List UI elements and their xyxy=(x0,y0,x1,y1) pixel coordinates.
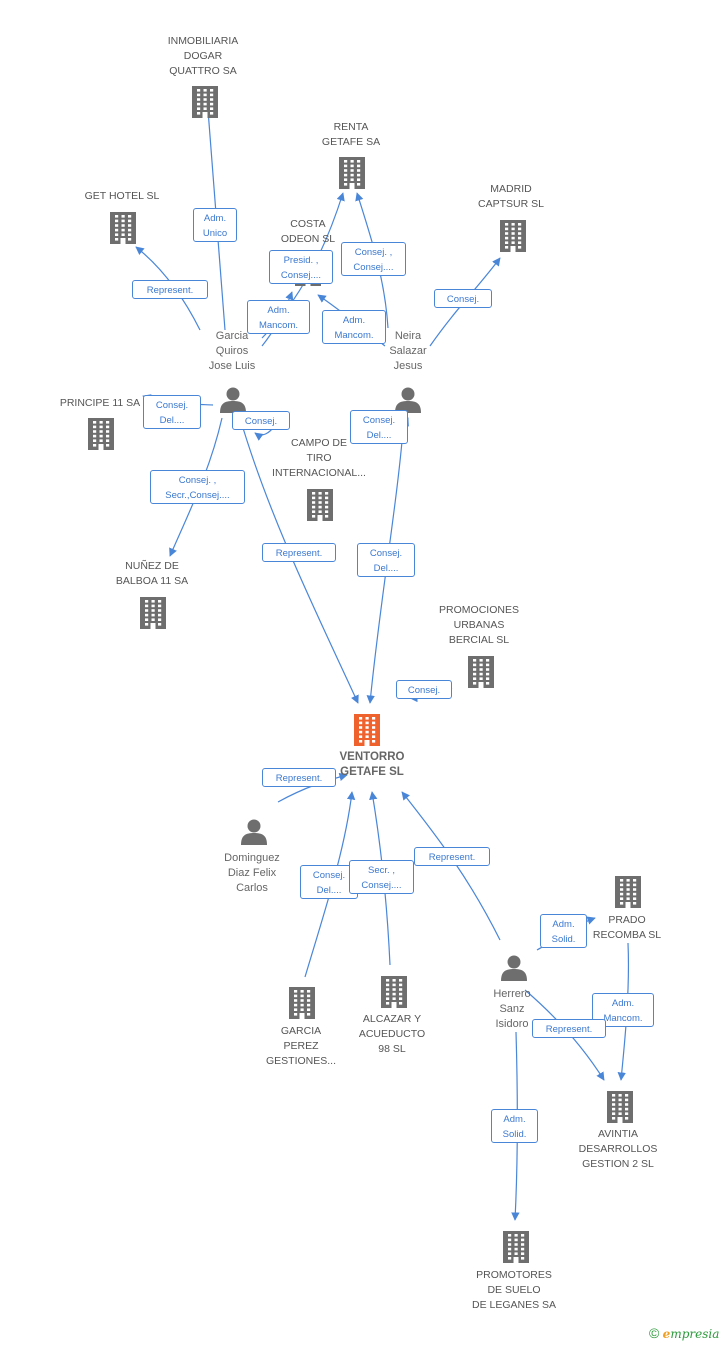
edge-label-neira-to-costa[interactable]: Adm. Mancom. xyxy=(322,310,386,344)
building-icon-promotores[interactable] xyxy=(503,1231,529,1263)
copyright-symbol: © xyxy=(649,1325,660,1341)
node-label-promotores[interactable]: PROMOTORES DE SUELO DE LEGANES SA xyxy=(471,1269,557,1311)
edge-label-garcia-to-campo[interactable]: Consej. xyxy=(232,411,290,430)
node-label-garciaperez[interactable]: GARCIA PEREZ GESTIONES... xyxy=(265,1025,336,1067)
node-label-herrero[interactable]: Herrero Sanz Isidoro xyxy=(493,988,531,1030)
node-label-campo[interactable]: CAMPO DE TIRO INTERNACIONAL... xyxy=(272,437,366,479)
edge-label-garcia-to-inmobiliaria[interactable]: Adm. Unico xyxy=(193,208,237,242)
building-icon-avintia[interactable] xyxy=(607,1091,633,1123)
building-icon-principe[interactable] xyxy=(88,418,114,450)
building-icon-madrid[interactable] xyxy=(500,220,526,252)
building-icon-gethotel[interactable] xyxy=(110,212,136,244)
edge-label-prado-to-avintia[interactable]: Adm. Mancom. xyxy=(592,993,654,1027)
node-label-renta[interactable]: RENTA GETAFE SA xyxy=(321,121,381,148)
edge-label-garcia-to-principe[interactable]: Consej. Del.... xyxy=(143,395,201,429)
node-label-prado[interactable]: PRADO RECOMBA SL xyxy=(592,914,662,941)
node-label-inmobiliaria[interactable]: INMOBILIARIA DOGAR QUATTRO SA xyxy=(167,35,239,77)
edge-garcia-to-ventorro xyxy=(239,417,359,704)
brand-logo: empresia xyxy=(662,1327,720,1341)
node-label-gethotel[interactable]: GET HOTEL SL xyxy=(84,190,160,202)
node-label-madrid[interactable]: MADRID CAPTSUR SL xyxy=(478,183,544,210)
building-icon-nunez[interactable] xyxy=(140,597,166,629)
edge-label-garcia-to-renta[interactable]: Presid. , Consej.... xyxy=(269,250,333,284)
person-icon-dominguez[interactable] xyxy=(241,819,267,846)
building-icon-garciaperez[interactable] xyxy=(289,987,315,1019)
person-icon-garcia[interactable] xyxy=(220,387,246,414)
edge-herrero-to-ventorro xyxy=(401,791,501,941)
edge-label-herrero-to-avintia[interactable]: Represent. xyxy=(532,1019,606,1038)
edge-label-herrero-to-ventorro[interactable]: Represent. xyxy=(414,847,490,866)
edge-label-neira-to-madrid[interactable]: Consej. xyxy=(434,289,492,308)
person-icon-herrero[interactable] xyxy=(501,955,527,982)
edge-label-neira-to-campo[interactable]: Consej. Del.... xyxy=(350,410,408,444)
node-label-costa[interactable]: COSTA ODEON SL xyxy=(280,218,336,245)
node-label-alcazar[interactable]: ALCAZAR Y ACUEDUCTO 98 SL xyxy=(358,1013,426,1055)
footer-brand[interactable]: © empresia xyxy=(649,1323,719,1343)
edge-label-herrero-to-prado[interactable]: Adm. Solid. xyxy=(540,914,587,948)
node-label-ventorro[interactable]: VENTORRO GETAFE SL xyxy=(339,751,405,778)
edge-label-garcia-to-costa[interactable]: Adm. Mancom. xyxy=(247,300,310,334)
node-label-neira[interactable]: Neira Salazar Jesus xyxy=(389,330,427,372)
node-label-principe[interactable]: PRINCIPE 11 SA xyxy=(59,397,141,409)
building-icon-prado[interactable] xyxy=(615,876,641,908)
node-label-promociones[interactable]: PROMOCIONES URBANAS BERCIAL SL xyxy=(439,604,519,646)
edge-label-neira-to-renta[interactable]: Consej. , Consej.... xyxy=(341,242,406,276)
node-label-avintia[interactable]: AVINTIA DESARROLLOS GESTION 2 SL xyxy=(578,1128,658,1170)
building-icon-alcazar[interactable] xyxy=(381,976,407,1008)
node-label-garcia[interactable]: Garcia Quiros Jose Luis xyxy=(208,330,256,372)
node-label-nunez[interactable]: NUÑEZ DE BALBOA 11 SA xyxy=(115,560,189,587)
edge-label-garcia-to-gethotel[interactable]: Represent. xyxy=(132,280,208,299)
edge-label-garciaperez-to-ventorro[interactable]: Consej. Del.... xyxy=(300,865,358,899)
building-icon-ventorro[interactable] xyxy=(354,714,380,746)
building-icon-promociones[interactable] xyxy=(468,656,494,688)
building-icon-renta[interactable] xyxy=(339,157,365,189)
edge-label-garcia-to-ventorro[interactable]: Represent. xyxy=(262,543,336,562)
building-icon-inmobiliaria[interactable] xyxy=(192,86,218,118)
edge-label-garcia-to-nunez[interactable]: Consej. , Secr.,Consej.... xyxy=(150,470,245,504)
edge-label-herrero-to-promotores[interactable]: Adm. Solid. xyxy=(491,1109,538,1143)
edge-label-alcazar-to-ventorro[interactable]: Secr. , Consej.... xyxy=(349,860,414,894)
building-icon-campo[interactable] xyxy=(307,489,333,521)
edge-label-promociones-to-ventorro[interactable]: Consej. xyxy=(396,680,452,699)
edge-label-dominguez-to-ventorro[interactable]: Represent. xyxy=(262,768,336,787)
edge-label-neira-to-ventorro[interactable]: Consej. Del.... xyxy=(357,543,415,577)
node-label-dominguez[interactable]: Dominguez Diaz Felix Carlos xyxy=(224,852,280,894)
